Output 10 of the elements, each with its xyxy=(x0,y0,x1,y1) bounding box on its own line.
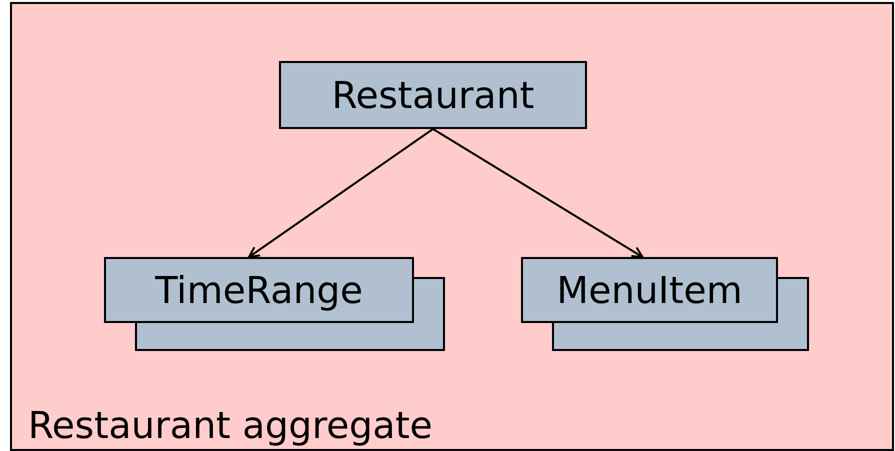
class-name: TimeRange xyxy=(155,268,363,312)
class-name: Restaurant xyxy=(332,74,534,116)
aggregate-boundary xyxy=(10,2,894,451)
arrow xyxy=(432,128,644,258)
class-box xyxy=(104,257,414,323)
class-box xyxy=(279,61,587,129)
class-box xyxy=(521,257,778,323)
class-name: MenuItem xyxy=(556,268,742,312)
arrow xyxy=(248,128,434,258)
aggregate-label: Restaurant aggregate xyxy=(28,404,433,447)
